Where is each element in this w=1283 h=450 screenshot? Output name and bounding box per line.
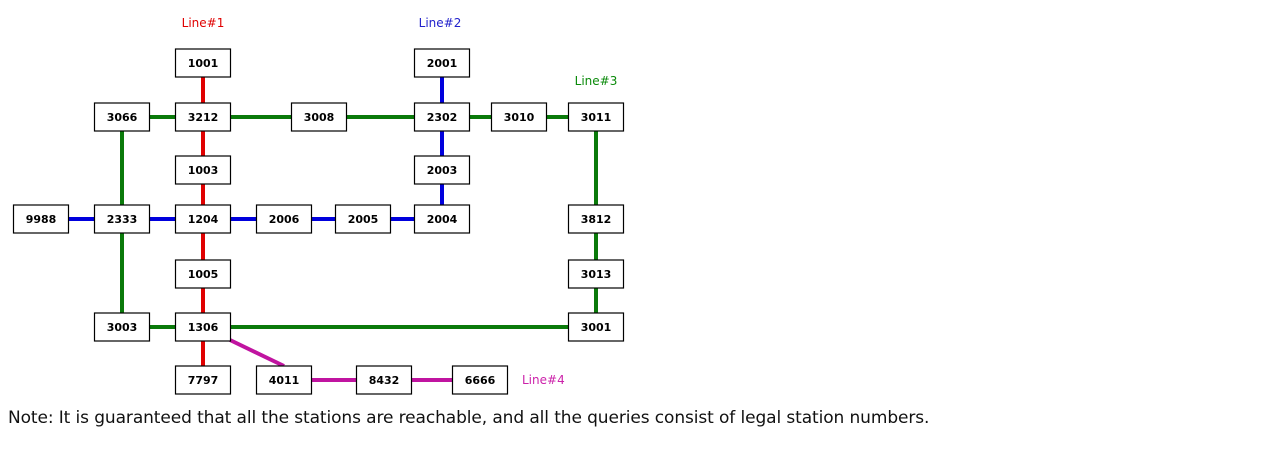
station-label: 3066 <box>107 111 138 124</box>
station-4011: 4011 <box>255 365 313 395</box>
station-1204: 1204 <box>174 204 232 234</box>
station-2333: 2333 <box>93 204 151 234</box>
station-box <box>174 155 232 185</box>
stations-layer: 1001 2001 3066 3212 3008 2302 3010 3011 1003 2003… <box>12 48 625 395</box>
station-2006: 2006 <box>255 204 313 234</box>
note-text: Note: It is guaranteed that all the stat… <box>8 408 930 428</box>
station-box <box>93 102 151 132</box>
station-box <box>174 204 232 234</box>
station-label: 6666 <box>465 374 496 387</box>
station-3066: 3066 <box>93 102 151 132</box>
station-3212: 3212 <box>174 102 232 132</box>
connection-1306-4011 <box>229 338 285 368</box>
station-8432: 8432 <box>355 365 413 395</box>
station-2004: 2004 <box>413 204 471 234</box>
station-box <box>567 312 625 342</box>
station-3011: 3011 <box>567 102 625 132</box>
station-3812: 3812 <box>567 204 625 234</box>
station-label: 9988 <box>26 213 57 226</box>
station-2005: 2005 <box>334 204 392 234</box>
station-box <box>174 102 232 132</box>
station-box <box>490 102 548 132</box>
station-label: 1005 <box>188 268 219 281</box>
line-label-Line-3: Line#3 <box>575 74 618 88</box>
station-label: 4011 <box>269 374 300 387</box>
station-box <box>290 102 348 132</box>
station-box <box>12 204 70 234</box>
station-2302: 2302 <box>413 102 471 132</box>
station-label: 3010 <box>504 111 535 124</box>
station-3013: 3013 <box>567 259 625 289</box>
line-label-Line-2: Line#2 <box>419 16 462 30</box>
station-2001: 2001 <box>413 48 471 78</box>
station-box <box>174 365 232 395</box>
station-label: 3011 <box>581 111 612 124</box>
station-1005: 1005 <box>174 259 232 289</box>
line-label-Line-4: Line#4 <box>522 373 565 387</box>
station-label: 8432 <box>369 374 400 387</box>
station-box <box>334 204 392 234</box>
station-box <box>413 102 471 132</box>
station-label: 2302 <box>427 111 458 124</box>
station-label: 1204 <box>188 213 219 226</box>
station-1306: 1306 <box>174 312 232 342</box>
station-label: 2004 <box>427 213 458 226</box>
station-label: 3001 <box>581 321 612 334</box>
station-label: 1001 <box>188 57 219 70</box>
station-label: 2003 <box>427 164 458 177</box>
station-box <box>174 48 232 78</box>
station-box <box>413 48 471 78</box>
station-box <box>174 259 232 289</box>
station-label: 3008 <box>304 111 335 124</box>
station-box <box>93 312 151 342</box>
station-box <box>413 155 471 185</box>
station-label: 3013 <box>581 268 612 281</box>
station-label: 2001 <box>427 57 458 70</box>
station-label: 7797 <box>188 374 219 387</box>
station-box <box>567 259 625 289</box>
station-3003: 3003 <box>93 312 151 342</box>
station-label: 2333 <box>107 213 138 226</box>
station-label: 3003 <box>107 321 138 334</box>
station-3010: 3010 <box>490 102 548 132</box>
station-9988: 9988 <box>12 204 70 234</box>
station-label: 2005 <box>348 213 379 226</box>
line-label-Line-1: Line#1 <box>182 16 225 30</box>
station-6666: 6666 <box>451 365 509 395</box>
station-box <box>255 365 313 395</box>
station-label: 2006 <box>269 213 300 226</box>
station-1003: 1003 <box>174 155 232 185</box>
station-box <box>93 204 151 234</box>
station-box <box>355 365 413 395</box>
subway-map: 1001 2001 3066 3212 3008 2302 3010 3011 1003 2003… <box>12 16 625 395</box>
station-box <box>567 102 625 132</box>
station-2003: 2003 <box>413 155 471 185</box>
station-7797: 7797 <box>174 365 232 395</box>
station-label: 3812 <box>581 213 612 226</box>
station-box <box>567 204 625 234</box>
station-3001: 3001 <box>567 312 625 342</box>
station-label: 1306 <box>188 321 219 334</box>
station-box <box>451 365 509 395</box>
station-3008: 3008 <box>290 102 348 132</box>
station-box <box>174 312 232 342</box>
station-label: 3212 <box>188 111 219 124</box>
station-box <box>413 204 471 234</box>
station-1001: 1001 <box>174 48 232 78</box>
station-box <box>255 204 313 234</box>
station-label: 1003 <box>188 164 219 177</box>
